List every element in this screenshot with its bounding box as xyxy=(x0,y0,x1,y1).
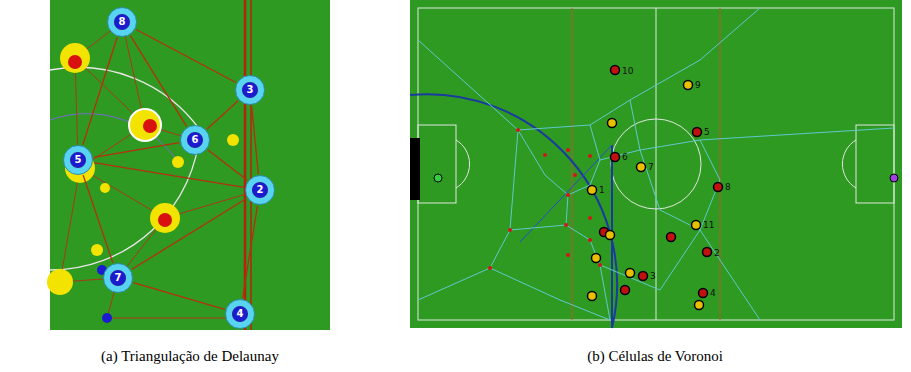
player-circle: 5 xyxy=(63,145,93,175)
player-number: 10 xyxy=(622,66,633,76)
player-number: 5 xyxy=(75,155,82,165)
subfigure-caption: (b) Células de Voronoi xyxy=(587,348,723,365)
player-number: 3 xyxy=(650,271,656,281)
player-number: 4 xyxy=(237,309,244,319)
delaunay-edge xyxy=(94,163,244,188)
player-number: 5 xyxy=(704,127,710,137)
player-circle: 4 xyxy=(225,299,255,329)
player-number: 11 xyxy=(703,220,714,230)
delaunay-edge xyxy=(252,106,259,174)
delaunay-edge xyxy=(207,101,238,129)
delaunay-edge xyxy=(83,175,113,263)
voronoi-panel xyxy=(410,0,902,328)
player-number: 2 xyxy=(714,248,720,258)
delaunay-panel xyxy=(47,0,330,330)
player-circle: 6 xyxy=(180,125,210,155)
player-number: 7 xyxy=(115,273,122,283)
player-number: 6 xyxy=(622,152,628,162)
player-circle: 2 xyxy=(245,175,275,205)
delaunay-edge xyxy=(130,36,186,127)
player-number: 8 xyxy=(725,182,731,192)
player-number: 3 xyxy=(247,85,254,95)
player-circle: 8 xyxy=(107,7,137,37)
delaunay-edge xyxy=(94,143,179,158)
subfigure-caption: (a) Triangulação de Delaunay xyxy=(101,348,279,365)
delaunay-edge xyxy=(136,30,236,83)
yellow-players xyxy=(47,43,239,323)
delaunay-edge xyxy=(83,37,117,145)
players xyxy=(434,66,898,310)
player-number: 6 xyxy=(192,135,199,145)
player-number: 2 xyxy=(257,185,264,195)
player-number: 8 xyxy=(119,17,126,27)
player-number: 7 xyxy=(648,162,654,172)
player-number: 1 xyxy=(599,185,605,195)
delaunay-edge xyxy=(243,206,258,298)
player-circle: 3 xyxy=(235,75,265,105)
delaunay-edge xyxy=(208,150,248,180)
player-circle: 7 xyxy=(103,263,133,293)
delaunay-edge xyxy=(133,283,224,310)
player-number: 4 xyxy=(710,288,716,298)
delaunay-edge xyxy=(132,198,247,269)
player-number: 9 xyxy=(695,80,701,90)
